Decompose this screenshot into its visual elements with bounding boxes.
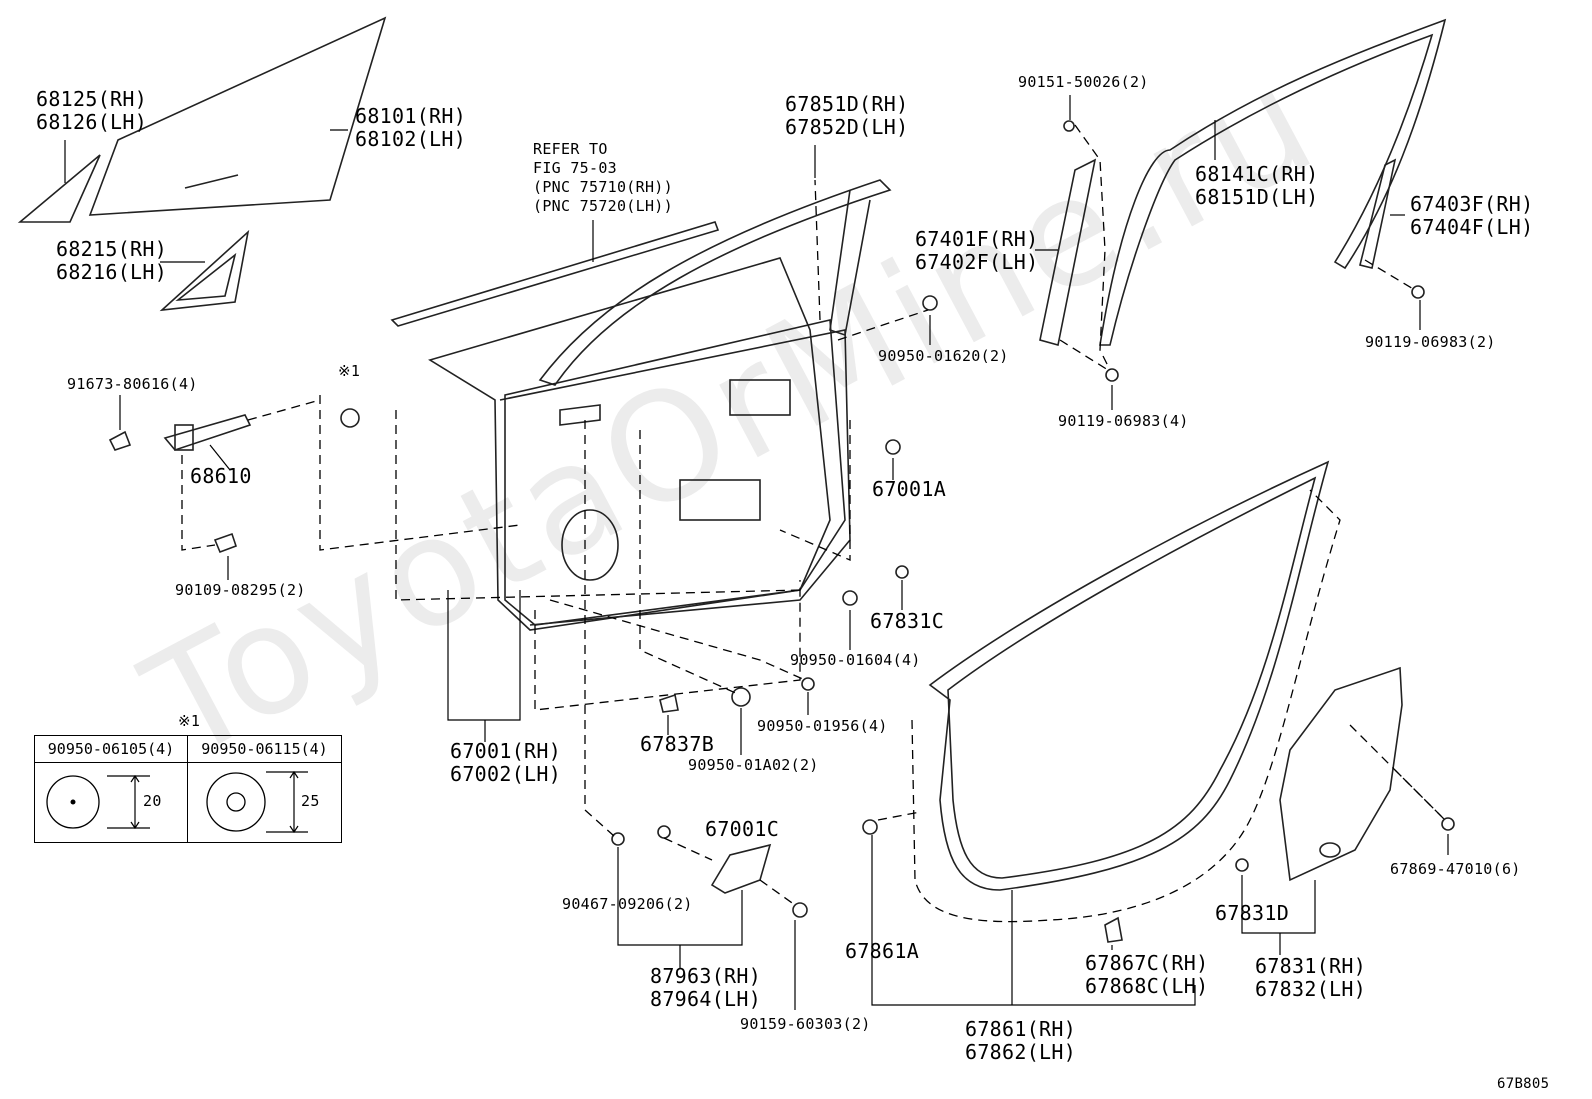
label-67837b: 67837B [640,732,715,756]
label-67867c: 67867C(RH) 67868C(LH) [1085,951,1209,998]
label-90950-01620: 90950-01620(2) [878,347,1009,365]
table-dim-25: 25 [301,792,320,810]
quarter-glass [17,154,101,223]
label-90950-01604: 90950-01604(4) [790,651,921,669]
label-90109: 90109-08295(2) [175,581,306,599]
mirror-seal [159,229,250,312]
label-refer-to: REFER TO FIG 75-03 (PNC 75710(RH)) (PNC … [533,140,673,215]
label-87963: 87963(RH) 87964(LH) [650,964,762,1011]
service-hole-cover [1279,666,1403,882]
door-inner-panel [504,319,846,626]
label-67861: 67861(RH) 67862(LH) [965,1017,1077,1064]
table-cell-small-plug: 20 [35,762,188,842]
glass-run [1039,158,1097,347]
label-note-1: ※1 [338,362,361,380]
door-outer-panel [428,257,831,631]
label-90151: 90151-50026(2) [1018,73,1149,91]
label-90119-2: 90119-06983(2) [1365,333,1496,351]
plug-size-table: 90950-06105(4) 90950-06115(4) 20 25 [34,735,342,843]
label-90467: 90467-09206(2) [562,895,693,913]
label-68101: 68101(RH) 68102(LH) [355,104,467,151]
front-door-glass [88,16,387,216]
label-67001a: 67001A [872,477,947,501]
label-90950-01a02: 90950-01A02(2) [688,756,819,774]
label-67831: 67831(RH) 67832(LH) [1255,954,1367,1001]
label-67401f: 67401F(RH) 67402F(LH) [915,227,1039,274]
label-67861a: 67861A [845,939,920,963]
label-68215: 68215(RH) 68216(LH) [56,237,168,284]
door-weatherstrip [928,460,1330,891]
door-frame-molding [1099,18,1447,346]
table-header-90950-06115: 90950-06115(4) [188,736,341,763]
label-90119-4: 90119-06983(4) [1058,412,1189,430]
label-67869: 67869-47010(6) [1390,860,1521,878]
label-67001c: 67001C [705,817,780,841]
table-note-marker: ※1 [178,712,201,730]
pillar-garnish [1359,158,1397,269]
label-67001: 67001(RH) 67002(LH) [450,739,562,786]
label-68610: 68610 [190,464,252,488]
door-check [163,414,252,451]
table-cell-large-plug: 25 [188,762,341,842]
diagram-code: 67B805 [1497,1076,1550,1092]
label-67403f: 67403F(RH) 67404F(LH) [1410,192,1534,239]
label-68141c: 68141C(RH) 68151D(LH) [1195,162,1319,209]
handle-bracket [710,843,772,894]
label-67831c: 67831C [870,609,945,633]
label-67851d: 67851D(RH) 67852D(LH) [785,92,909,139]
belt-molding [390,221,720,327]
label-67831d: 67831D [1215,901,1290,925]
table-header-90950-06105: 90950-06105(4) [35,736,188,763]
table-dim-20: 20 [143,792,162,810]
label-90950-01956: 90950-01956(4) [757,717,888,735]
label-90159: 90159-60303(2) [740,1015,871,1033]
label-91673: 91673-80616(4) [67,375,198,393]
label-68125: 68125(RH) 68126(LH) [36,87,148,134]
